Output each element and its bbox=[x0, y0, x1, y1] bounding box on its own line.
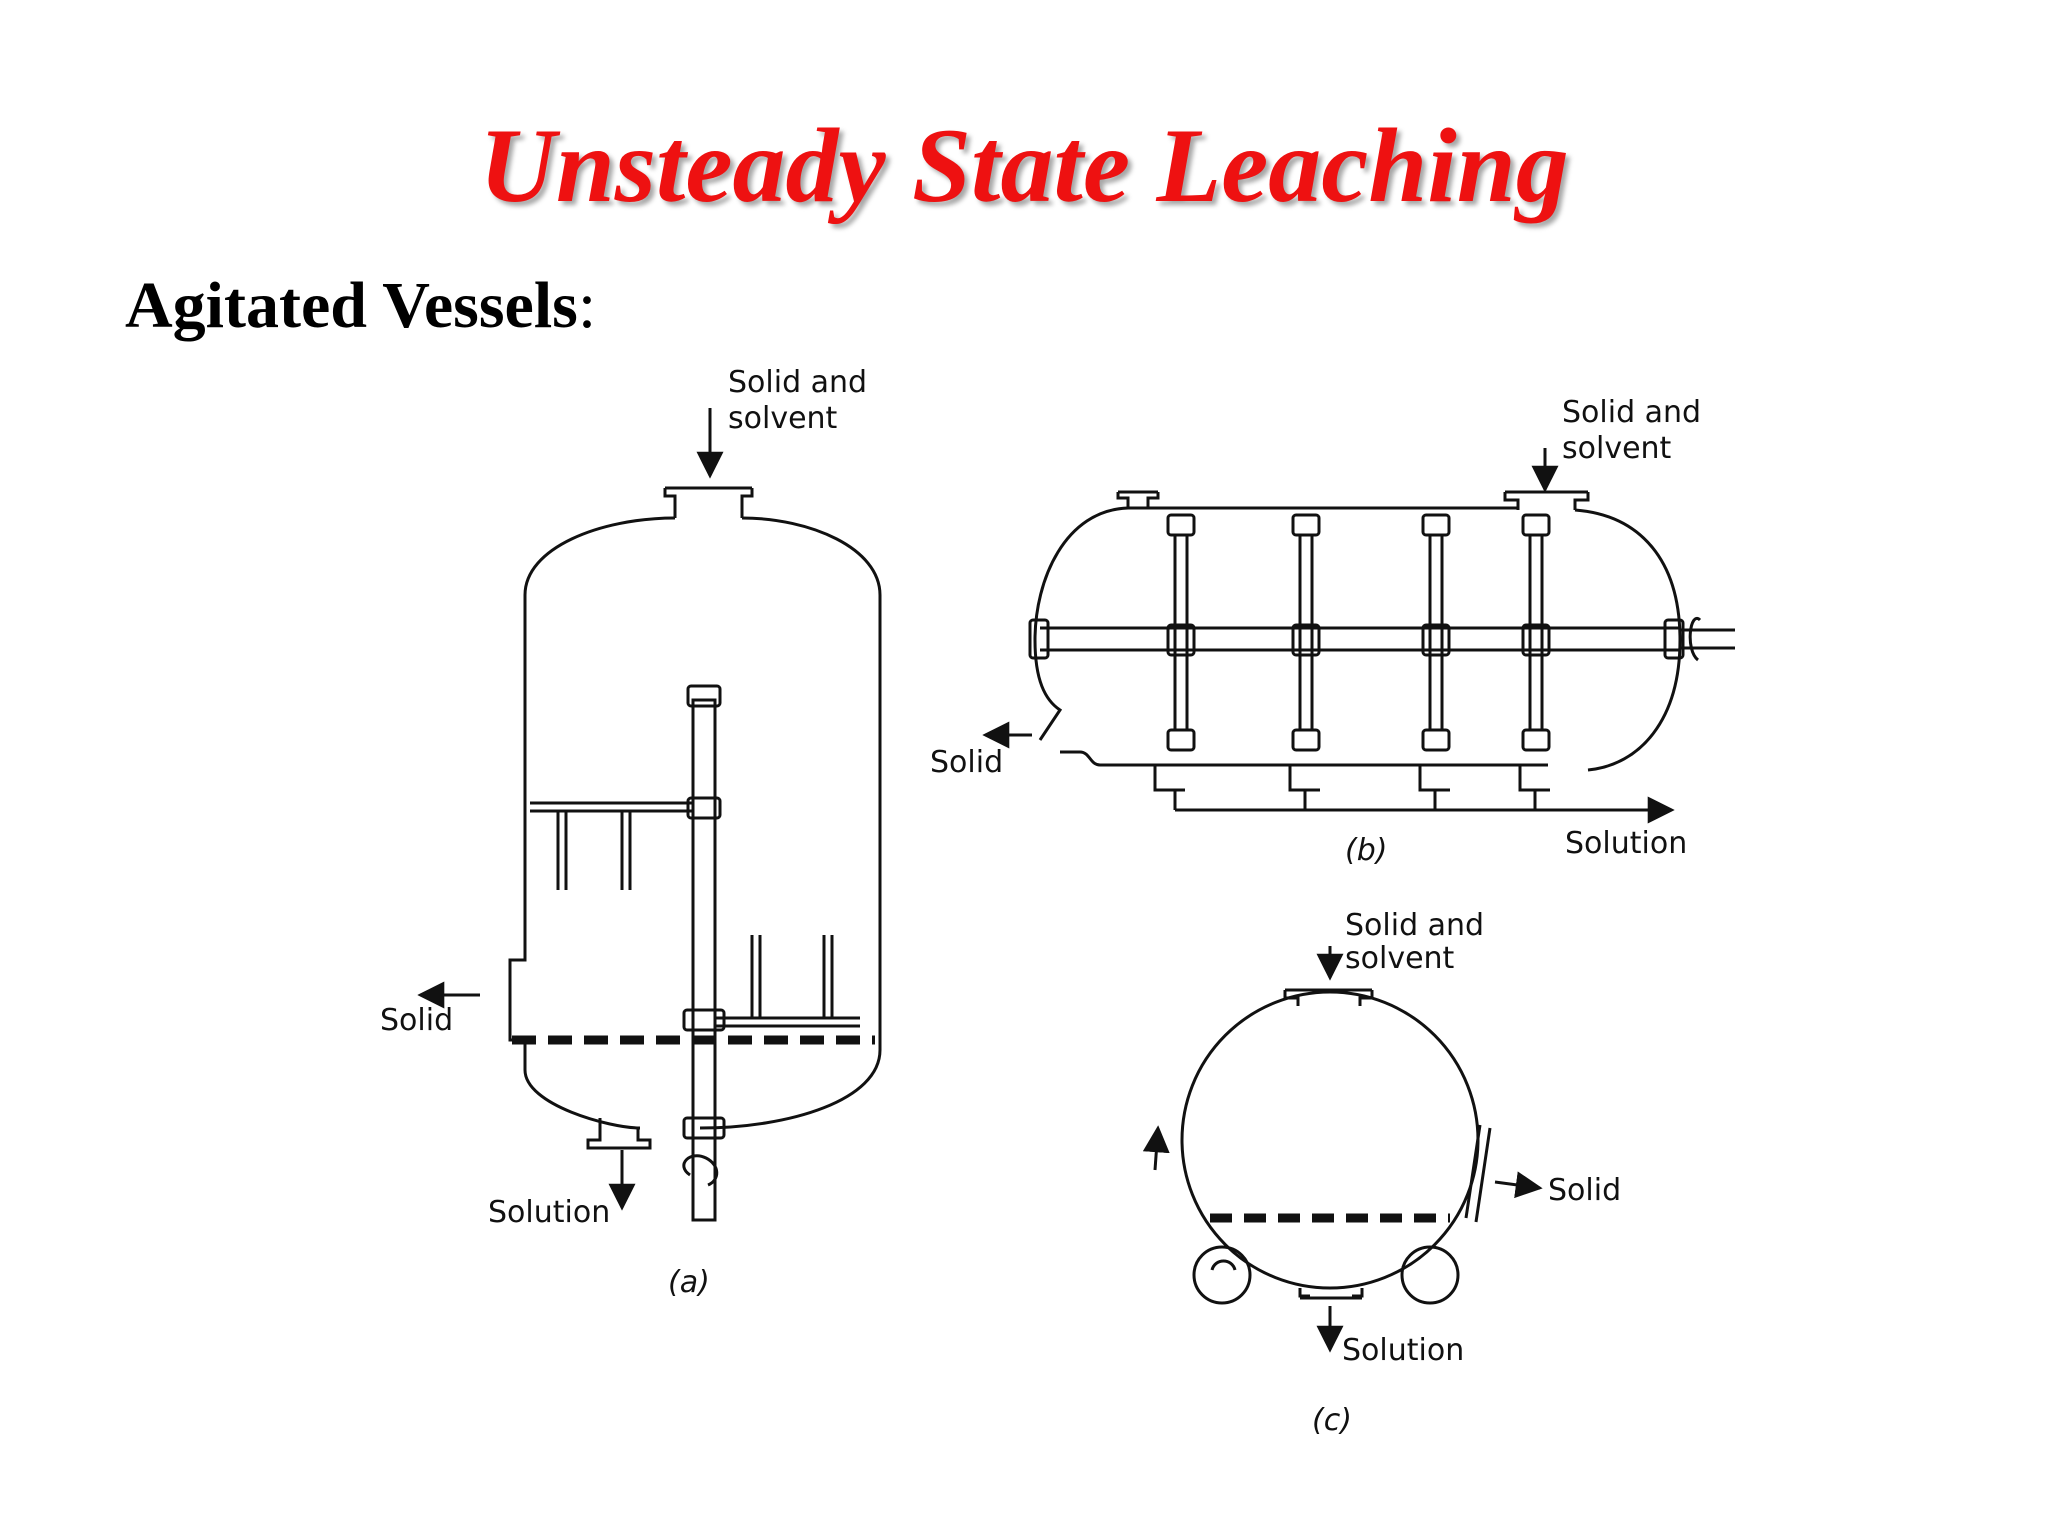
vessel-c-bottom-nozzle bbox=[1298, 1288, 1364, 1300]
vessel-a-shaft bbox=[691, 698, 717, 1222]
vessel-b-shell bbox=[1033, 506, 1682, 772]
vessel-c-solid-label: Solid bbox=[1548, 1173, 1621, 1208]
subtitle-suffix: : bbox=[577, 269, 597, 342]
vessel-c-roller-right bbox=[1400, 1245, 1460, 1305]
vessel-a-bottom-nozzle bbox=[586, 1118, 652, 1150]
vessel-a bbox=[508, 486, 882, 1222]
vessel-b-solid-label: Solid bbox=[930, 745, 1003, 780]
vessel-b-shaft bbox=[1040, 626, 1735, 652]
vessel-a-inlet-label-1: Solid and bbox=[728, 365, 867, 400]
vessel-a-solution-label: Solution bbox=[488, 1195, 610, 1230]
subtitle: Agitated Vessels: bbox=[125, 268, 596, 344]
vessel-a-caption: (a) bbox=[668, 1265, 710, 1300]
vessel-b bbox=[1028, 490, 1735, 812]
vessel-c-drum bbox=[1180, 990, 1480, 1290]
vessel-b-caption: (b) bbox=[1345, 833, 1387, 868]
subtitle-label: Agitated Vessels bbox=[125, 269, 578, 342]
vessel-c-solution-label: Solution bbox=[1342, 1333, 1464, 1368]
vessel-a-shell bbox=[508, 516, 882, 1130]
vessel-b-solution-label: Solution bbox=[1565, 826, 1687, 861]
vessel-c-inlet-label-2: solvent bbox=[1345, 941, 1455, 976]
vessel-a-inlet-label-2: solvent bbox=[728, 401, 838, 436]
vessel-b-top-nozzle-left bbox=[1116, 490, 1160, 508]
vessel-c-solid-door bbox=[1464, 1124, 1492, 1223]
vessel-a-arrows bbox=[417, 408, 724, 1211]
vessel-c-inlet-label-1: Solid and bbox=[1345, 908, 1484, 943]
vessel-a-top-nozzle bbox=[663, 486, 754, 518]
vessel-b-inlet-label-2: solvent bbox=[1562, 431, 1672, 466]
vessel-a-lower-arm bbox=[715, 1016, 860, 1028]
vessel-a-solid-label: Solid bbox=[380, 1003, 453, 1038]
slide-title: Unsteady State Leaching bbox=[479, 107, 1569, 224]
vessel-c-caption: (c) bbox=[1312, 1403, 1352, 1438]
vessel-a-upper-arm bbox=[530, 801, 693, 813]
vessel-c-roller-left bbox=[1192, 1245, 1252, 1305]
vessel-b-bottom-nozzles bbox=[1153, 765, 1550, 810]
vessel-c bbox=[1180, 988, 1492, 1305]
vessel-b-agitators bbox=[1166, 513, 1551, 752]
vessel-b-inlet-label-1: Solid and bbox=[1562, 395, 1701, 430]
vessel-b-arrows bbox=[982, 448, 1675, 824]
vessel-c-arrows bbox=[1142, 946, 1543, 1353]
